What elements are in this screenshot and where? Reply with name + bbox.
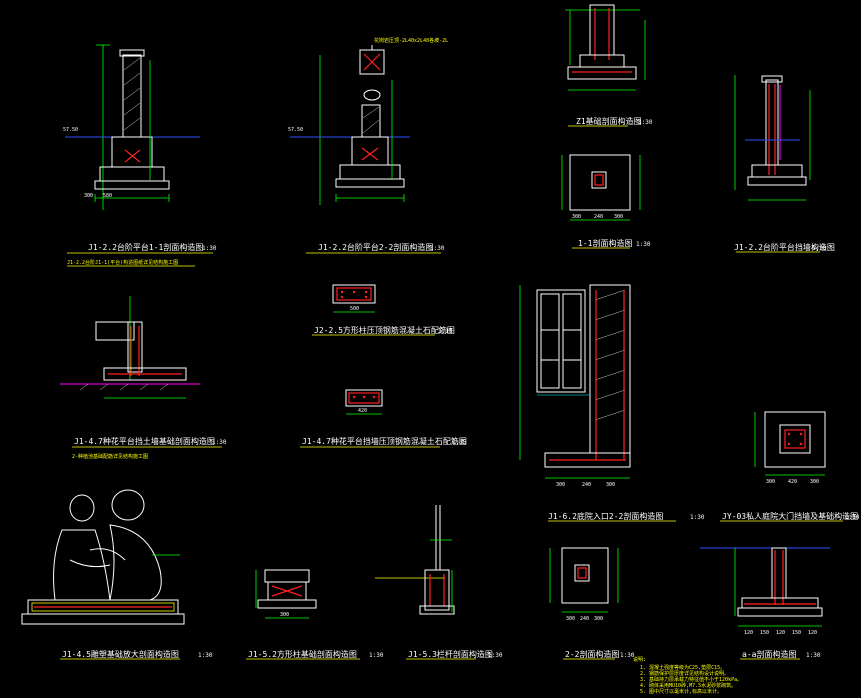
section-scale: 1:30 — [202, 245, 217, 252]
section-title: J1-2.2台阶平台2-2剖面构造图 — [318, 242, 433, 252]
dim-label: 300 — [572, 214, 581, 220]
section-9-drawing: 300 240 300 — [519, 284, 631, 488]
notes-line: 2. 钢筋保护层厚度详见结构设计说明。 — [640, 670, 729, 677]
elevation-label: 57.50 — [63, 127, 78, 133]
dim-label: 300 — [280, 612, 289, 618]
section-note: 2-种植池基础配筋详见结构施工图 — [72, 453, 148, 460]
section-scale: 1:30 — [690, 514, 705, 521]
section-title: J2-2.5方形柱压顶钢筋混凝土石配筋图 — [314, 325, 455, 335]
dim-label: 240 — [582, 482, 591, 488]
section-title: J1-2.2台阶平台1-1剖面构造图 — [88, 242, 203, 252]
section-scale: 1:30 — [620, 652, 635, 659]
notes-line: 3. 基础持力层承载力特征值不小于120kPa。 — [640, 676, 742, 683]
notes-line: 1. 混凝土强度等级为C25,垫层C15。 — [640, 664, 725, 671]
dim-label: 240 — [594, 214, 603, 220]
section-title: J1-5.2方形柱基础剖面构造图 — [248, 649, 357, 659]
section-title: J1-4.7种花平台挡土墙基础剖面构造图 — [74, 436, 215, 446]
section-8-drawing: 420 — [345, 389, 383, 415]
dim-label: 240 — [580, 616, 589, 622]
section-note: 花岗岩压顶-2L40x2L40各坡-2L — [374, 37, 448, 44]
section-scale: 1:30 — [369, 652, 384, 659]
section-7-drawing: 500 — [332, 284, 376, 313]
dim-label: 300 — [566, 616, 575, 622]
section-title: 2-2剖面构造图 — [565, 649, 619, 659]
section-title: J1-4.5雕塑基础放大剖面构造图 — [62, 649, 179, 659]
dim-label: 300 — [614, 214, 623, 220]
section-1-1-drawing: 57.50 580 300 — [63, 44, 200, 210]
dim-label: 300 — [84, 193, 93, 199]
dim-label: 500 — [350, 306, 359, 312]
section-scale: 1:30 — [488, 652, 503, 659]
dim-label: 300 — [594, 616, 603, 622]
section-scale: 1:30 — [636, 241, 651, 248]
section-scale: 1:30 — [638, 119, 653, 126]
notes-line: 5. 图中尺寸以毫米计,标高以米计。 — [640, 688, 722, 695]
section-title: J1-6.2底院入口2-2剖面构造图 — [548, 511, 663, 521]
dim-label: 300 — [810, 479, 819, 485]
section-5-wall-drawing — [734, 75, 811, 201]
general-notes: 说明: 1. 混凝土强度等级为C25,垫层C15。 2. 钢筋保护层厚度详见结构… — [633, 656, 742, 695]
section-12-drawing: 300 — [255, 569, 317, 619]
dim-label: 120 — [744, 630, 753, 636]
section-scale: 1:30 — [198, 652, 213, 659]
section-scale: 1:30 — [806, 652, 821, 659]
section-15-drawing: 120 150 120 150 120 — [700, 547, 830, 636]
section-title: Z1基础剖面构造图 — [576, 116, 642, 126]
section-scale: 1:30 — [812, 245, 827, 252]
section-z1-drawing — [565, 4, 646, 91]
section-scale: 1:30 — [212, 439, 227, 446]
section-title: 1-1剖面构造图 — [578, 238, 632, 248]
dim-label: 300 — [556, 482, 565, 488]
section-scale: 1:15 — [438, 328, 453, 335]
dim-label: 580 — [103, 193, 112, 199]
dim-label: 150 — [792, 630, 801, 636]
section-scale: 1:15 — [452, 439, 467, 446]
notes-line: 4. 砌体采用MU10砖,M7.5水泥砂浆砌筑。 — [640, 682, 736, 689]
section-6-drawing — [60, 296, 200, 399]
section-11-sculpture-drawing — [21, 489, 185, 625]
dim-label: 120 — [808, 630, 817, 636]
dim-label: 120 — [776, 630, 785, 636]
dim-label: 420 — [358, 408, 367, 414]
section-title: J1-4.7种花平台挡墙压顶钢筋混凝土石配筋图 — [302, 436, 467, 446]
section-title: J1-2.2台阶平台挡墙构造图 — [734, 242, 835, 252]
section-title: J1-5.3栏杆剖面构造图 — [408, 649, 493, 659]
dim-label: 300 — [606, 482, 615, 488]
section-title: a-a剖面构造图 — [742, 649, 796, 659]
dim-label: 150 — [760, 630, 769, 636]
dim-label: 420 — [788, 479, 797, 485]
section-13-drawing — [375, 505, 455, 615]
section-10-drawing: 300 420 300 — [754, 411, 826, 485]
section-note: J1-2.2台阶J1-1(平台)构造图纸详见结构施工图 — [67, 259, 178, 266]
section-title: JY-03私人庭院大门挡墙及基础构造图 — [722, 511, 858, 521]
dim-label: 300 — [766, 479, 775, 485]
section-2-2-drawing: 57.50 花岗岩压顶-2L40x2L40各坡-2L — [288, 37, 448, 205]
section-scale: 1:30 — [845, 514, 860, 521]
notes-heading: 说明: — [633, 656, 646, 663]
elevation-label: 57.50 — [288, 127, 303, 133]
section-scale: 1:30 — [430, 245, 445, 252]
section-4-plan-drawing: 300 240 300 — [561, 154, 641, 221]
section-14-drawing: 300 240 300 — [549, 547, 619, 622]
